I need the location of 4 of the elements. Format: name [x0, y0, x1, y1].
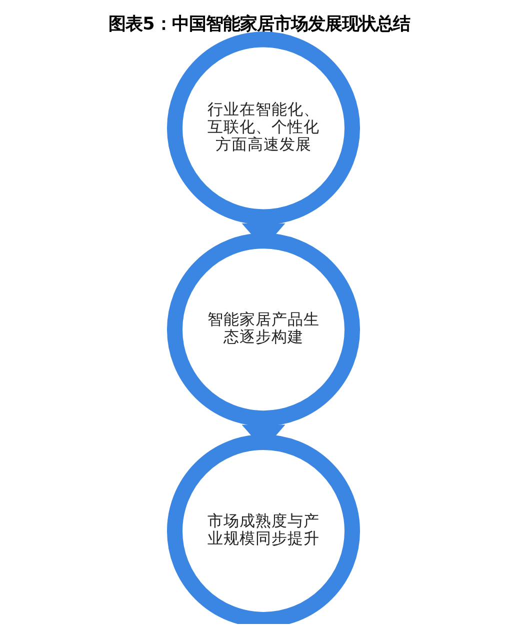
node-circle: 行业在智能化、互联化、个性化方面高速发展 — [166, 32, 360, 225]
node-circle: 智能家居产品生态逐步构建 — [166, 233, 360, 426]
node-circle: 市场成熟度与产业规模同步提升 — [166, 434, 360, 624]
diagram-title: 图表5：中国智能家居市场发展现状总结 — [108, 14, 410, 34]
